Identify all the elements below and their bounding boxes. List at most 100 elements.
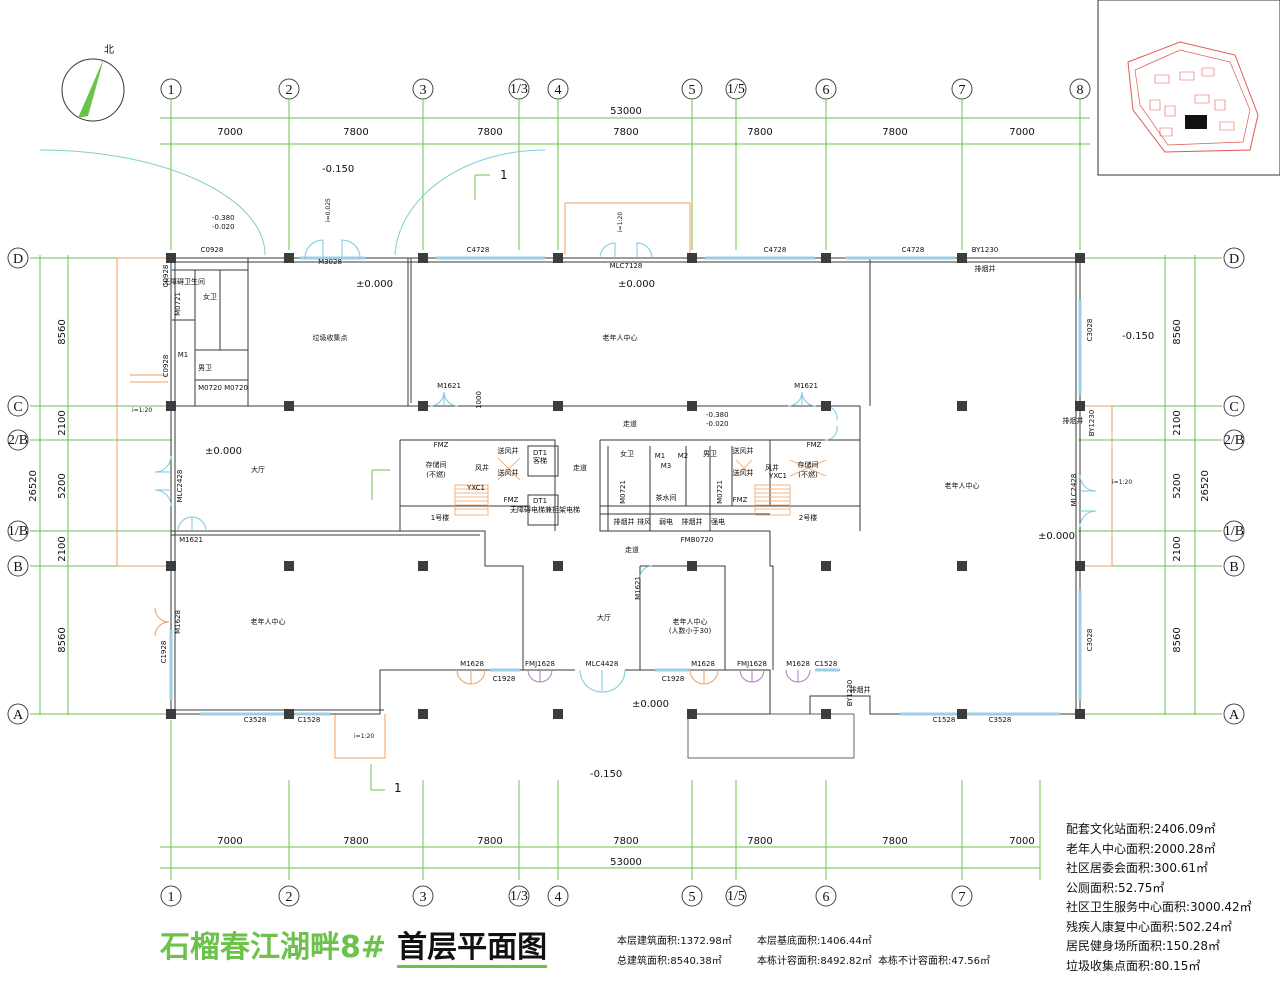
- dim-total-bottom: 53000: [610, 857, 642, 868]
- dim-right-row-4: 2100: [1172, 536, 1183, 561]
- structural-column: [284, 253, 294, 263]
- stat-far-area: 本栋计容面积:8492.82㎡: [757, 956, 872, 967]
- structural-column: [1075, 561, 1085, 571]
- code-c3528-2: C3528: [989, 716, 1012, 724]
- slope-ramp: i=0.025: [325, 198, 332, 222]
- dimension-texts: 53000 7000 7800 7800 7800 7800 7800 7000…: [28, 106, 1211, 868]
- section-mark-bottom: 1: [394, 781, 402, 795]
- code-c4728-3: C4728: [902, 246, 925, 254]
- room-elderly-top: 老年人中心: [603, 333, 638, 342]
- slope-right: i=1:20: [1112, 479, 1132, 486]
- structural-column: [957, 401, 967, 411]
- room-tea: 茶水间: [656, 493, 677, 502]
- doors: [154, 239, 1097, 693]
- structural-column: [957, 709, 967, 719]
- structural-column: [166, 709, 176, 719]
- area-item: 残疾人康复中心面积:502.24㎡: [1066, 919, 1233, 934]
- dim-right-row-2: 2100: [1172, 410, 1183, 435]
- room-smoke-right: 排烟井: [1063, 416, 1084, 425]
- structural-column: [957, 561, 967, 571]
- room-corridor-mid: 走道: [573, 463, 587, 472]
- dim-total-top: 53000: [610, 106, 642, 117]
- room-elevator-passenger: 客梯: [533, 456, 547, 465]
- dim-right-row-3: 5200: [1172, 473, 1183, 498]
- dim-left-total: 26520: [28, 470, 39, 502]
- axis-bottom-1-3: 1/3: [510, 889, 528, 904]
- code-m0720-1: M0720: [198, 384, 222, 392]
- room-labels: 老年人中心 垃圾收集点 大厅 老年人中心 老年人中心 大厅 老年人中心 (人数小…: [163, 264, 1084, 694]
- room-elevator-fire: 无障碍电梯兼担架电梯: [510, 505, 580, 514]
- axis-top-7: 7: [959, 83, 966, 98]
- structural-column: [1075, 401, 1085, 411]
- room-storage-right: 存储间: [798, 460, 819, 469]
- axis-left-2B: 2/B: [8, 433, 28, 448]
- north-arrow: 北: [61, 44, 125, 122]
- room-corridor-bottom: 走道: [625, 545, 639, 554]
- structural-column: [418, 709, 428, 719]
- code-m1628-3: M1628: [786, 660, 810, 668]
- code-mlc2428-left: MLC2428: [176, 470, 184, 503]
- code-m0721-2: M0721: [619, 480, 627, 504]
- code-c1528-1: C1528: [815, 660, 838, 668]
- dim-right-row-1: 8560: [1172, 319, 1183, 344]
- slope-entrance: i=1:20: [617, 212, 624, 232]
- axis-right-A: A: [1229, 708, 1240, 723]
- code-m1621-1: M1621: [437, 382, 461, 390]
- code-m0720-2: M0720: [224, 384, 248, 392]
- dim-left-row-3: 5200: [57, 473, 68, 498]
- axis-top-1-5: 1/5: [727, 82, 745, 97]
- dim-top-span-3: 7800: [477, 127, 502, 138]
- structural-column: [284, 401, 294, 411]
- room-stair1: 1号楼: [431, 513, 449, 522]
- room-m1-left: M1: [178, 351, 189, 359]
- code-m0721-3: M0721: [716, 480, 724, 504]
- code-c0928-top: C0928: [201, 246, 224, 254]
- room-dt1-b: DT1: [533, 497, 547, 505]
- dim-right-total: 26520: [1200, 470, 1211, 502]
- code-ycx1-2: YXC1: [768, 472, 787, 480]
- structural-column: [418, 401, 428, 411]
- code-c3028-1: C3028: [1086, 319, 1094, 342]
- room-weak-elec: 弱电: [659, 517, 673, 526]
- code-c3028-2: C3028: [1086, 629, 1094, 652]
- code-mlc4428: MLC4428: [586, 660, 619, 668]
- room-elderly-left: 老年人中心: [251, 617, 286, 626]
- structural-column: [553, 561, 563, 571]
- axis-bottom-5: 5: [689, 890, 696, 905]
- structural-column: [553, 709, 563, 719]
- project-title: 石榴春江湖畔8#: [160, 930, 387, 965]
- axis-left-C: C: [13, 400, 22, 415]
- dim-bottom-span-6: 7800: [882, 836, 907, 847]
- room-female-wc-left: 女卫: [203, 292, 217, 301]
- code-mlc7128: MLC7128: [610, 262, 643, 270]
- code-c0928-left-2: C0928: [162, 355, 170, 378]
- structural-column: [821, 709, 831, 719]
- code-d1000: 1000: [475, 391, 483, 409]
- key-plan: [1097, 0, 1280, 176]
- dim-bottom-span-7: 7000: [1009, 836, 1034, 847]
- code-by1230-top: BY1230: [972, 246, 999, 254]
- dim-top-span-5: 7800: [747, 127, 772, 138]
- room-elderly-capacity: (人数小于30): [669, 626, 712, 635]
- axis-right-2B: 2/B: [1224, 433, 1244, 448]
- room-m1-right: M1: [655, 452, 666, 460]
- slope-left: i=1:20: [132, 407, 152, 414]
- room-male-wc-center: 男卫: [703, 450, 717, 458]
- room-air-in-4: 送风井: [733, 468, 754, 477]
- axis-top-5: 5: [689, 83, 696, 98]
- axis-bottom-1: 1: [168, 890, 175, 905]
- structural-column: [821, 253, 831, 263]
- room-elderly-right: 老年人中心: [945, 481, 980, 490]
- room-storage-right-note: (不燃): [798, 470, 818, 479]
- columns: [166, 253, 1085, 719]
- structural-column: [553, 401, 563, 411]
- room-male-wc-left: 男卫: [198, 364, 212, 372]
- room-strong-elec: 强电: [711, 517, 725, 526]
- code-m0721-1: M0721: [174, 292, 182, 316]
- stat-floor-area: 本层建筑面积:1372.98㎡: [617, 936, 732, 947]
- room-air-in-3: 送风井: [733, 446, 754, 455]
- stat-base-area: 本层基底面积:1406.44㎡: [757, 936, 872, 947]
- axis-bottom-2: 2: [286, 890, 293, 905]
- axis-left-B: B: [13, 560, 22, 575]
- axis-right-C: C: [1229, 400, 1238, 415]
